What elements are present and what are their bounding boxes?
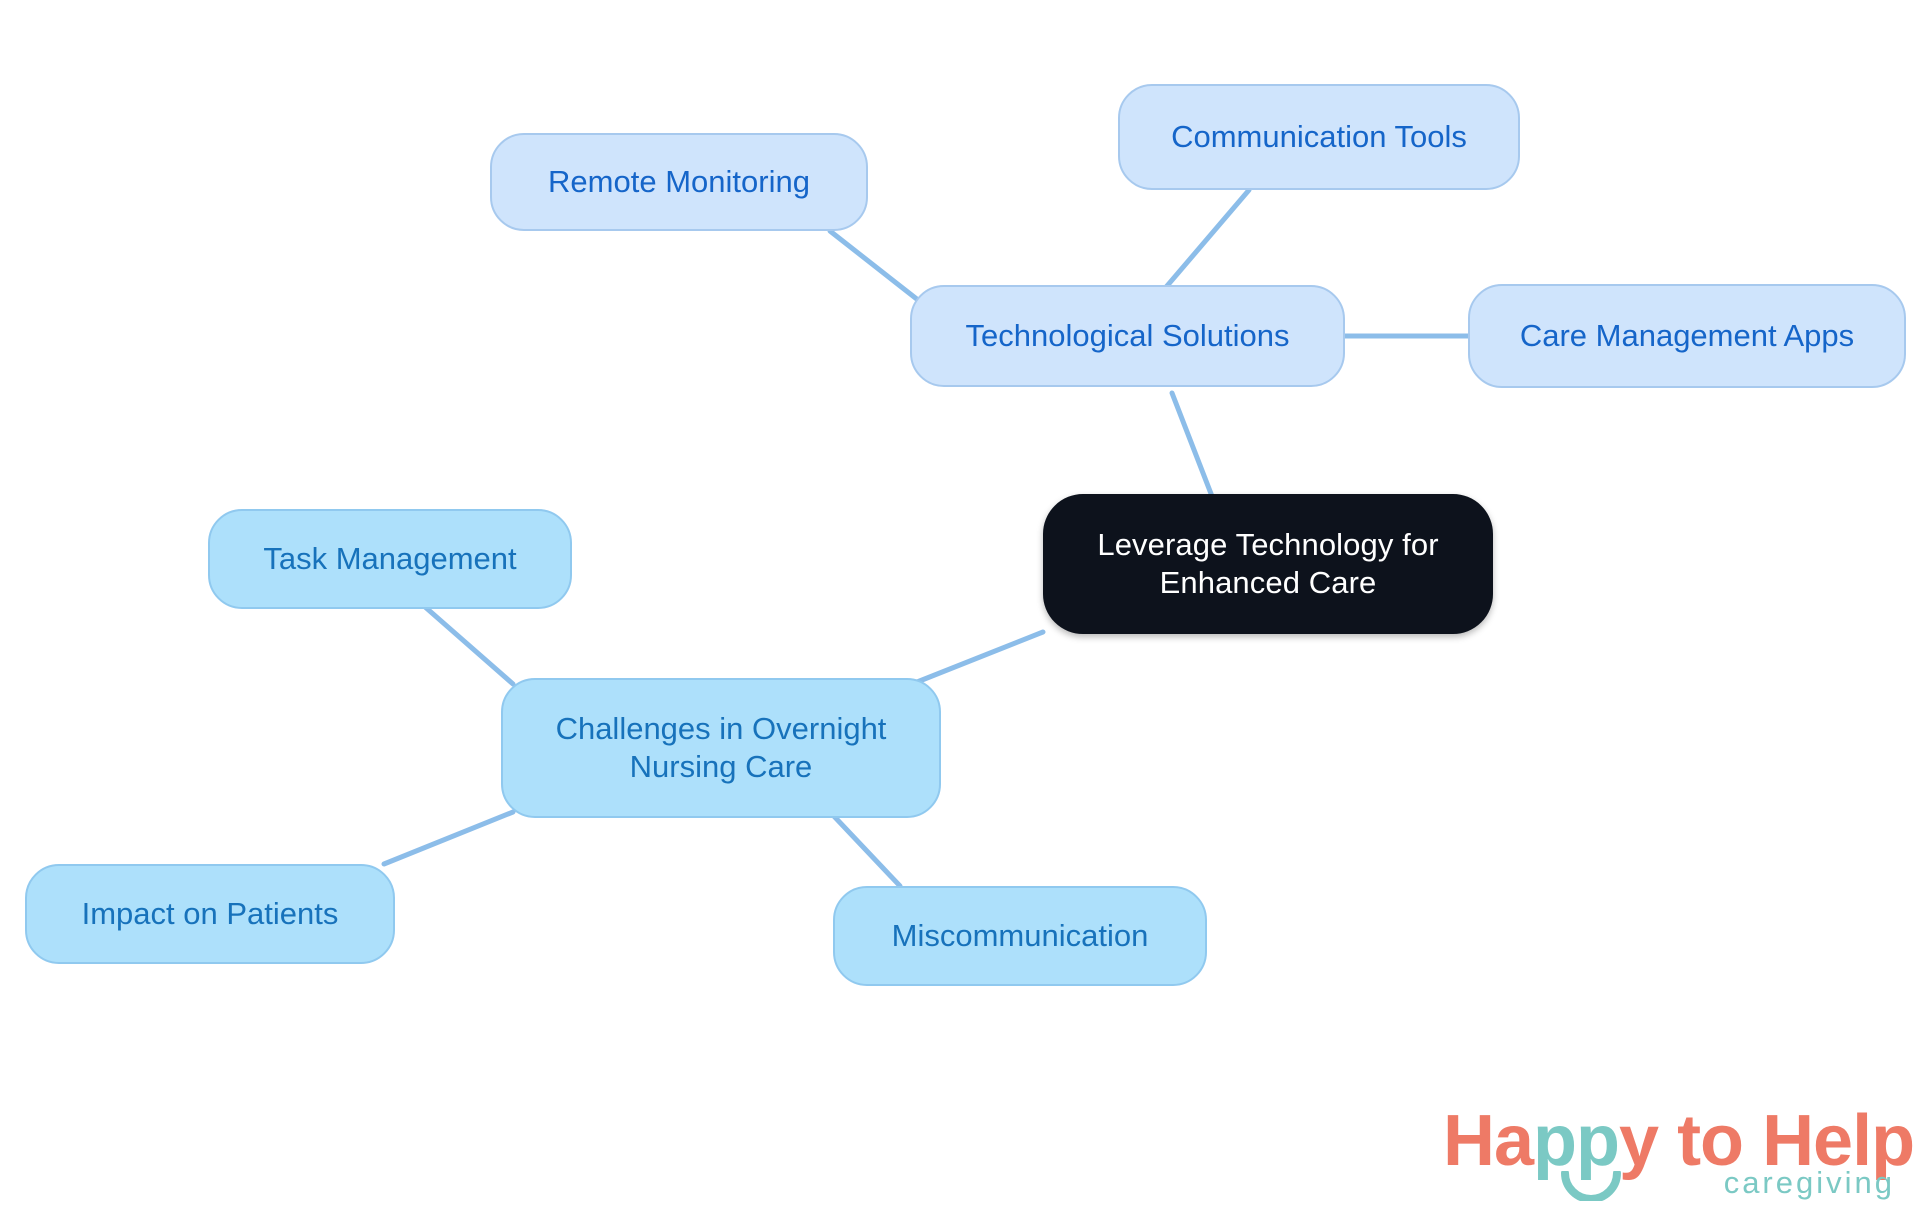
node-care-management-apps[interactable]: Care Management Apps xyxy=(1468,284,1906,388)
edge-root-technological-solutions xyxy=(1169,390,1218,507)
node-miscommunication[interactable]: Miscommunication xyxy=(833,886,1207,986)
edge-challenges-in-overnight-nursing-care-miscommunication xyxy=(827,809,903,889)
node-care-management-apps-label: Care Management Apps xyxy=(1519,318,1855,354)
logo-wordmark: Happy to Help xyxy=(1443,1105,1915,1177)
node-technological-solutions-label: Technological Solutions xyxy=(965,318,1290,354)
node-technological-solutions[interactable]: Technological Solutions xyxy=(910,285,1345,387)
node-root-label: Leverage Technology for Enhanced Care xyxy=(1097,527,1439,600)
edge-technological-solutions-remote-monitoring xyxy=(827,228,921,303)
logo-happy-part2: pp xyxy=(1533,1101,1620,1181)
edge-challenges-in-overnight-nursing-care-task-management xyxy=(421,603,516,687)
node-miscommunication-label: Miscommunication xyxy=(891,918,1149,954)
edge-challenges-in-overnight-nursing-care-impact-on-patients xyxy=(381,809,516,867)
node-challenges-in-overnight-nursing-care[interactable]: Challenges in Overnight Nursing Care xyxy=(501,678,941,818)
edge-root-challenges-in-overnight-nursing-care xyxy=(909,629,1046,687)
node-challenges-in-overnight-nursing-care-label: Challenges in Overnight Nursing Care xyxy=(555,711,887,784)
node-impact-on-patients-label: Impact on Patients xyxy=(81,896,339,932)
node-task-management-label: Task Management xyxy=(263,541,517,577)
brand-logo: Happy to Help caregiving xyxy=(1443,1105,1915,1210)
node-impact-on-patients[interactable]: Impact on Patients xyxy=(25,864,395,964)
node-communication-tools-label: Communication Tools xyxy=(1171,119,1467,155)
node-root[interactable]: Leverage Technology for Enhanced Care xyxy=(1043,494,1493,634)
node-remote-monitoring[interactable]: Remote Monitoring xyxy=(490,133,868,231)
node-remote-monitoring-label: Remote Monitoring xyxy=(548,164,810,200)
logo-happy-part3: y xyxy=(1619,1101,1659,1181)
logo-word-to: to xyxy=(1677,1101,1744,1181)
logo-word-help: Help xyxy=(1762,1101,1915,1181)
smile-icon xyxy=(1561,1171,1621,1201)
node-task-management[interactable]: Task Management xyxy=(208,509,572,609)
node-communication-tools[interactable]: Communication Tools xyxy=(1118,84,1520,190)
logo-happy-part1: Ha xyxy=(1443,1101,1534,1181)
logo-tagline: caregiving xyxy=(1723,1165,1895,1200)
edge-technological-solutions-communication-tools xyxy=(1152,187,1252,303)
